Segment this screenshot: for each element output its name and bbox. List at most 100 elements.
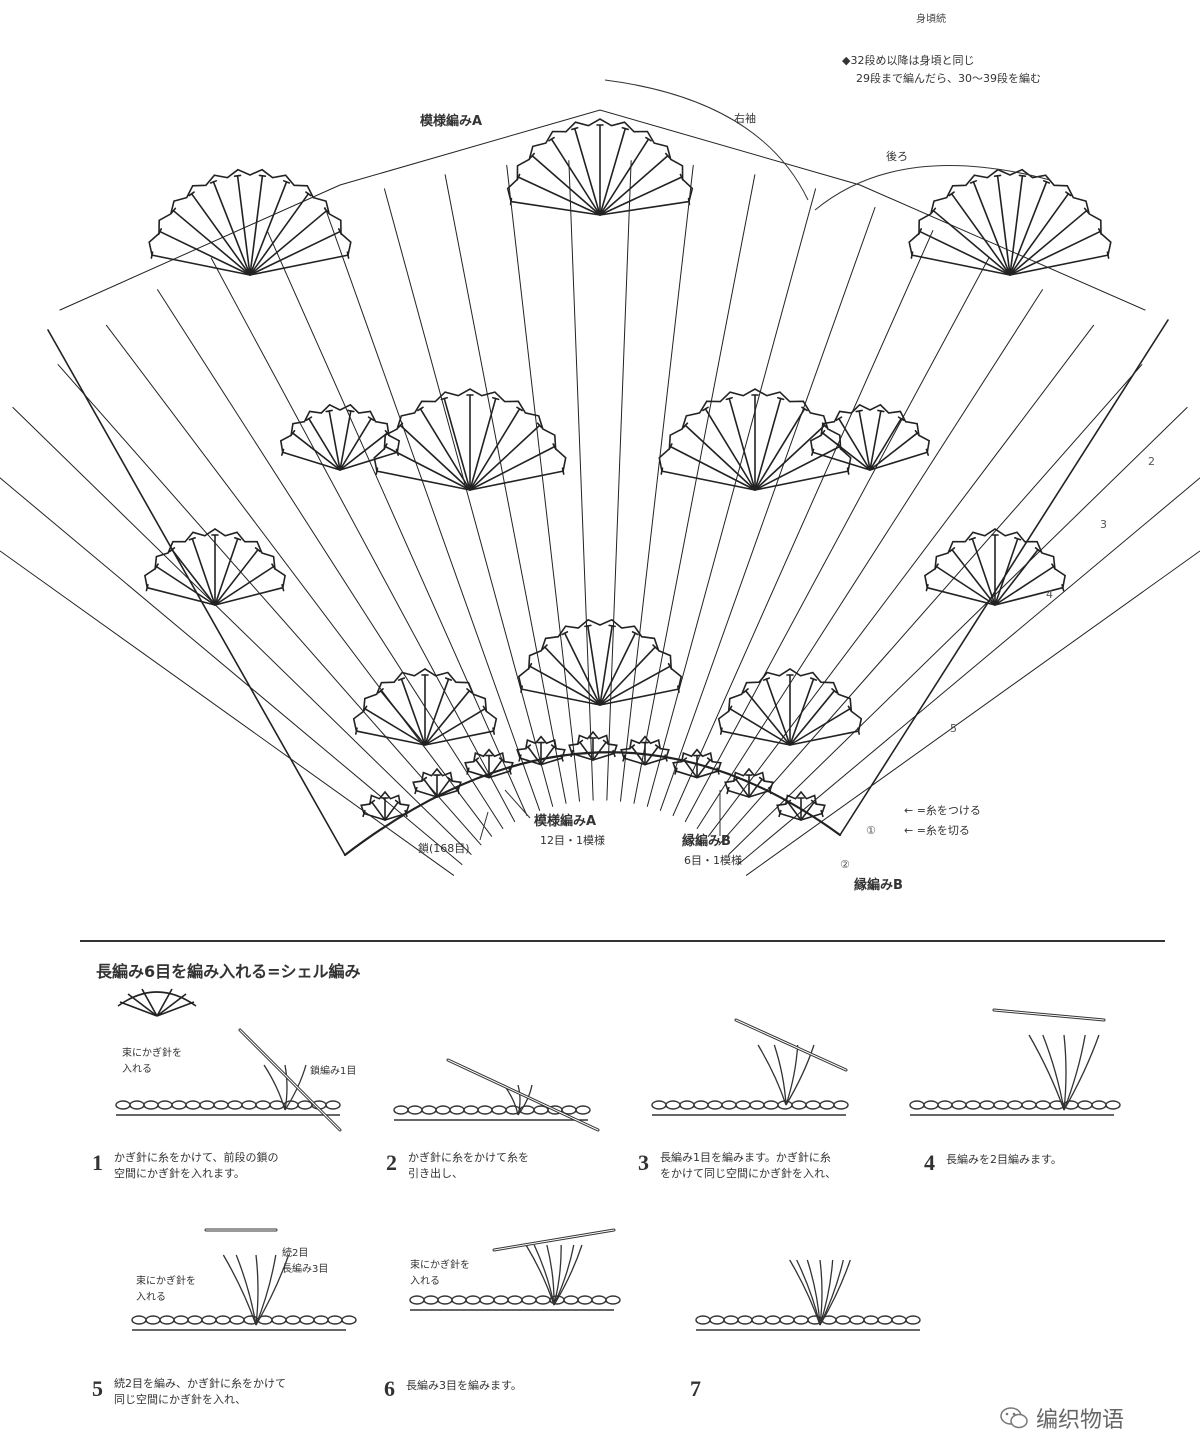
side-marker-1: ① [866,824,876,837]
stitch-column [789,1259,851,1326]
step-4-text: 長編みを2目編みます。 [946,1153,1062,1166]
chart-spoke [324,206,541,811]
step-1-number: 1 [92,1150,103,1175]
pattern-a-bottom-sub: 12目・1模様 [540,834,605,847]
step-1-callout-a: 束にかぎ針を 入れる [122,1048,182,1075]
chart-spoke [105,324,493,837]
crochet-hook [492,1228,616,1252]
crochet-hook [446,1058,600,1132]
chart-spoke [383,188,554,807]
chart-spoke [506,164,581,802]
step-1-illustration [115,1028,342,1132]
chart-spoke [728,407,1188,855]
step-3-illustration [651,1018,849,1116]
chart-spoke [707,324,1095,837]
crochet-hook [992,1008,1106,1022]
yarn-base [409,1295,621,1311]
chart-spoke [672,230,934,816]
stitch-column [1028,1034,1100,1111]
chart-spoke [684,257,990,823]
top-right-label: 身頃続 [916,14,946,25]
chart-spoke [633,174,756,804]
step-7-number: 7 [690,1376,701,1401]
pineapple-fan-4 [373,388,567,491]
step-5-illustration [131,1228,357,1331]
wechat-icon [1000,1407,1028,1429]
note-line-1: ◆32段め以降は身頃と同じ [842,54,975,67]
yarn-base [393,1105,591,1121]
chart-spoke [266,230,528,816]
step-3-number: 3 [638,1150,649,1175]
yarn-base [115,1100,341,1116]
border-b-right-label: 縁編みB [854,878,903,893]
stitch-column [222,1254,290,1326]
leader-pattern-a [504,789,531,819]
step-5-text: 続2目を編み、かぎ針に糸をかけて 同じ空間にかぎ針を入れ、 [114,1377,286,1406]
back-label: 後ろ [886,150,908,163]
chart-spoke [57,364,482,846]
chart-spoke [737,477,1200,865]
left-edge [47,329,346,856]
bottom-shell-9 [776,790,826,821]
chart-spoke [619,164,694,802]
stitch-column [757,1044,815,1106]
step-5-number: 5 [92,1376,103,1401]
step-1-callout-b: 鎖編み1目 [310,1066,357,1077]
step-2-text: かぎ針に糸をかけて糸を 引き出し、 [408,1151,529,1180]
pineapple-fan-3 [908,168,1112,276]
step-2-number: 2 [386,1150,397,1175]
pattern-a-top-label: 模様編みA [420,114,483,129]
right-edge [839,319,1169,836]
step-5-callout-a: 束にかぎ針を 入れる [136,1276,196,1303]
step-6-illustration [409,1228,621,1311]
bottom-shell-2 [412,767,462,798]
step-4-number: 4 [924,1150,935,1175]
leader-back [814,164,1051,211]
legend-attach: ← =糸をつける [904,804,981,817]
side-marker-2: ② [840,858,850,871]
leader-sleeve [604,79,809,201]
start-count-label: 鎖(168目) [418,842,470,855]
step-6-text: 長編み3目を編みます。 [406,1379,522,1392]
border-b-center-label: 縁編みB [682,834,731,849]
chart-spoke [718,364,1143,846]
chart-spoke [659,206,876,811]
pineapple-fan-6 [144,528,286,606]
top-edge [59,109,1146,311]
bottom-shell-4 [516,735,566,766]
border-b-center-sub: 6目・1模様 [684,854,742,867]
leader-start [479,811,489,841]
step-6-callout-a: 束にかぎ針を 入れる [410,1260,470,1287]
step-3-text: 長編み1目を編みます。かぎ針に糸 をかけて同じ空間にかぎ針を入れ、 [660,1151,837,1180]
step-1-text: かぎ針に糸をかけて、前段の鎖の 空間にかぎ針を入れます。 [114,1151,279,1180]
note-line-2: 29段まで編んだら、30〜39段を編む [856,72,1041,85]
yarn-base [131,1315,357,1331]
chart-spoke [696,289,1043,829]
pineapple-fan-12 [809,403,931,471]
bottom-shell-6 [620,735,670,766]
bottom-shell-7 [672,748,722,779]
pineapple-fan-8 [517,618,683,706]
step-7-illustration [695,1259,921,1331]
row-marker-5: 5 [950,722,957,735]
bottom-shell-5 [568,730,618,761]
yarn-base [909,1100,1121,1116]
bottom-shell-8 [724,767,774,798]
yarn-base [651,1100,849,1116]
tutorial-title: 長編み6目を編み入れる=シェル編み [96,962,361,981]
shell-stitch-symbol [117,988,197,1017]
bottom-shell-1 [360,790,410,821]
legend-cut: ← =糸を切る [904,824,970,837]
step-2-illustration [393,1058,600,1132]
pineapple-fan-2 [148,168,352,276]
chart-spoke [568,160,594,801]
crochet-chart [0,79,1200,876]
pineapple-fan-10 [717,668,863,746]
chart-spoke [157,289,504,829]
chart-spoke [210,257,516,823]
chart-spoke [0,550,455,876]
chart-spoke [646,188,817,807]
chart-spoke [745,550,1200,876]
yarn-base [695,1315,921,1331]
chart-spoke [0,477,463,865]
